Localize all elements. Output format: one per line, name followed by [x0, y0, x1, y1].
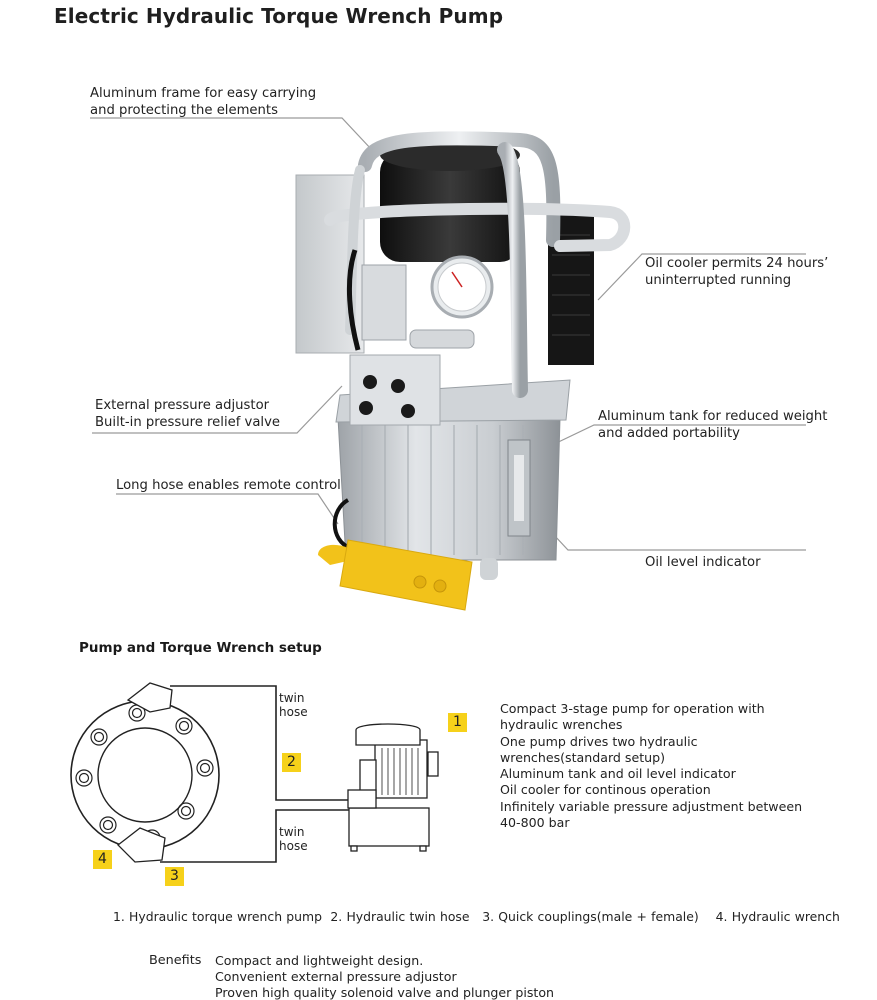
callout-frame: Aluminum frame for easy carrying and pro… — [90, 86, 317, 118]
feature-item: Oil cooler for continous operation — [500, 782, 711, 798]
callout-long-hose: Long hose enables remote control — [116, 478, 341, 493]
flange — [70, 700, 220, 850]
flange-bolts — [75, 704, 214, 847]
remote-control — [339, 539, 473, 611]
benefit-item: Convenient external pressure adjustor — [215, 969, 457, 984]
page-title: Electric Hydraulic Torque Wrench Pump — [54, 4, 504, 28]
component-legend: 1. Hydraulic torque wrench pump 2. Hydra… — [113, 909, 840, 924]
twin-hose-label-bottom: twin hose — [279, 825, 308, 853]
benefits-label: Benefits — [149, 953, 202, 968]
feature-item: Infinitely variable pressure adjustment … — [500, 798, 803, 831]
feature-list: Compact 3-stage pump for operation with … — [500, 701, 820, 831]
twin-hose-label-top: twin hose — [279, 691, 308, 719]
badge-2: 2 — [282, 753, 301, 772]
pump-photo — [90, 117, 806, 611]
twin-hoses — [160, 685, 350, 863]
wrench-top — [126, 682, 173, 713]
feature-item: Aluminum tank and oil level indicator — [500, 766, 736, 782]
callout-pressure-adjustor: External pressure adjustor Built-in pres… — [95, 398, 281, 430]
aluminum-frame — [358, 131, 561, 247]
badge-1: 1 — [448, 713, 467, 732]
callout-aluminum-tank: Aluminum tank for reduced weight and add… — [598, 409, 828, 441]
wrench-bottom — [117, 827, 166, 863]
callout-oil-level: Oil level indicator — [645, 555, 761, 570]
feature-item: Compact 3-stage pump for operation with … — [500, 701, 765, 733]
benefit-item: Proven high quality solenoid valve and p… — [215, 985, 555, 1000]
feature-item: One pump drives two hydraulic wrenches(s… — [500, 733, 698, 765]
pump-sketch — [347, 723, 439, 852]
benefit-item: Compact and lightweight design. — [215, 953, 424, 968]
badge-3: 3 — [165, 867, 184, 886]
badge-4: 4 — [93, 850, 112, 869]
setup-heading: Pump and Torque Wrench setup — [79, 640, 322, 656]
callout-oil-cooler: Oil cooler permits 24 hours’ uninterrupt… — [645, 256, 829, 288]
